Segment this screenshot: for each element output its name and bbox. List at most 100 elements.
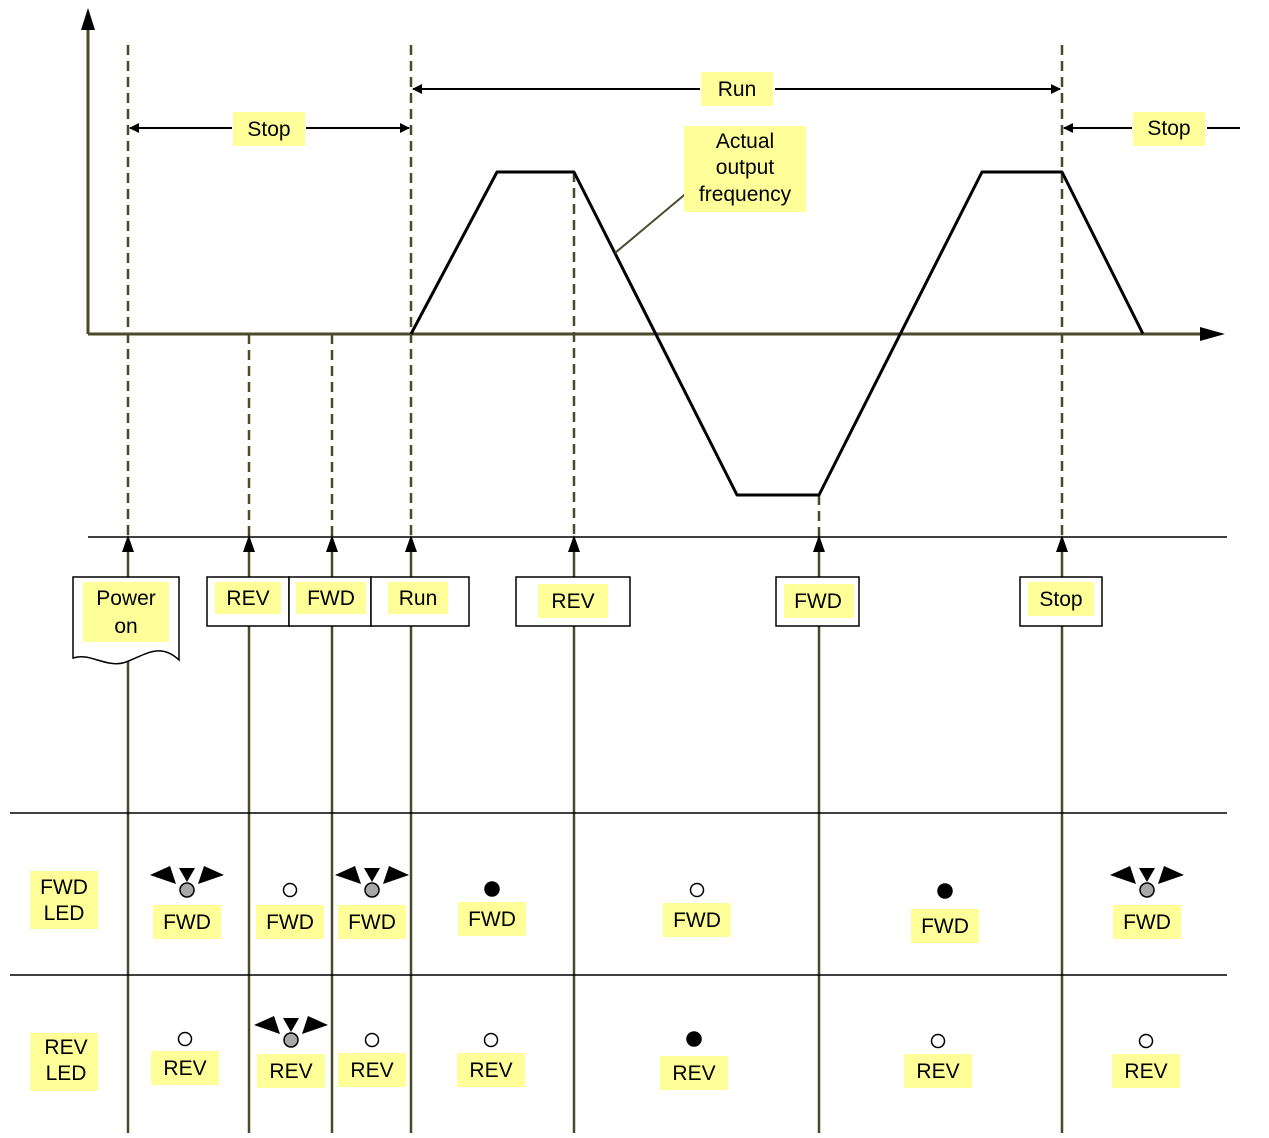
fwd-led-state-1: FWD [150, 866, 224, 939]
fwd-led-row-title: FWD LED [30, 871, 98, 929]
led-label: REV [672, 1062, 715, 1085]
led-body [1139, 882, 1155, 898]
rev-led-state-1: REV [151, 1031, 219, 1085]
output-frequency-waveform [409, 170, 1145, 497]
event-box-rev-2: REV [515, 576, 631, 627]
led-off-icon [282, 882, 298, 898]
blink-ray-left [335, 866, 361, 884]
event-box-run: Run [370, 576, 470, 627]
rev-led-row-title: REV LED [30, 1033, 98, 1091]
led-off-icon [1138, 1033, 1154, 1049]
led-label: REV [269, 1060, 312, 1083]
interval-labels: Stop Run Stop [233, 72, 1205, 146]
interval-arrows [129, 84, 1240, 133]
event-arrow-power-on [122, 535, 134, 552]
blink-ray-left [1110, 866, 1136, 884]
blink-ray-right [302, 1016, 328, 1034]
led-body [483, 1032, 499, 1048]
event-label-power-on-line-2: on [114, 615, 137, 638]
rev-led-title-line-2: LED [46, 1062, 87, 1085]
fwd-led-state-7: FWD [1110, 866, 1184, 939]
event-lines [126, 552, 1064, 1133]
led-label: FWD [163, 911, 211, 934]
waveform-label-line-3: frequency [699, 183, 792, 206]
rev-led-state-5: REV [660, 1031, 728, 1090]
event-arrow-rev-2 [568, 535, 580, 552]
led-body [930, 1033, 946, 1049]
blink-ray-top [1139, 868, 1155, 882]
led-body [689, 882, 705, 898]
fwd-led-title-line-1: FWD [40, 876, 88, 899]
fwd-led-state-3: FWD [335, 866, 409, 939]
blink-ray-left [254, 1016, 280, 1034]
event-label-fwd-2: FWD [794, 590, 842, 613]
led-on-icon [937, 883, 953, 899]
rev-led-state-4: REV [457, 1032, 525, 1087]
led-off-icon [483, 1032, 499, 1048]
led-label: REV [1124, 1060, 1167, 1083]
led-blinking-icon [1110, 866, 1184, 898]
led-blinking-icon [150, 866, 224, 898]
event-arrow-run [405, 535, 417, 552]
led-body [686, 1031, 702, 1047]
led-label: FWD [266, 911, 314, 934]
led-body [364, 1032, 380, 1048]
blink-ray-top [364, 868, 380, 882]
led-off-icon [930, 1033, 946, 1049]
blink-ray-right [383, 866, 409, 884]
event-arrows [122, 535, 1068, 552]
led-body [282, 882, 298, 898]
fwd-led-state-2: FWD [256, 882, 324, 939]
interval-label-stop-after: Stop [1147, 117, 1190, 140]
led-body [484, 881, 500, 897]
event-label-rev-2: REV [551, 590, 594, 613]
event-box-fwd-1: FWD [288, 576, 372, 627]
fwd-led-state-5: FWD [663, 882, 731, 937]
event-arrow-stop [1056, 535, 1068, 552]
blink-ray-top [179, 868, 195, 882]
event-arrow-fwd-2 [813, 535, 825, 552]
waveform-label: Actual output frequency [684, 126, 806, 212]
waveform-label-line-1: Actual [716, 130, 774, 153]
fwd-led-title-line-2: LED [44, 902, 85, 925]
rev-led-state-7: REV [1112, 1033, 1180, 1088]
led-label: FWD [1123, 911, 1171, 934]
led-off-icon [177, 1031, 193, 1047]
interval-label-run: Run [718, 78, 757, 101]
led-label: REV [916, 1060, 959, 1083]
event-label-fwd-1: FWD [307, 587, 355, 610]
led-on-icon [686, 1031, 702, 1047]
led-body [1138, 1033, 1154, 1049]
blink-ray-right [1158, 866, 1184, 884]
y-axis-arrowhead-icon [81, 8, 95, 30]
waveform-label-line-2: output [716, 156, 775, 179]
led-body [283, 1032, 299, 1048]
event-box-fwd-2: FWD [775, 576, 860, 627]
event-label-power-on-line-1: Power [96, 587, 156, 610]
led-body [177, 1031, 193, 1047]
led-body [364, 882, 380, 898]
led-label: FWD [348, 911, 396, 934]
led-blinking-icon [254, 1016, 328, 1048]
event-label-rev-1: REV [226, 587, 269, 610]
event-box-power-on: Power on [72, 576, 180, 665]
led-label: FWD [673, 909, 721, 932]
led-label: FWD [921, 915, 969, 938]
event-box-rev-1: REV [206, 576, 290, 627]
waveform-callout-line [614, 185, 696, 254]
event-label-run: Run [399, 587, 438, 610]
led-label: REV [469, 1059, 512, 1082]
event-label-stop: Stop [1039, 588, 1082, 611]
fwd-led-state-6: FWD [911, 883, 979, 943]
led-label: FWD [468, 908, 516, 931]
blink-ray-right [198, 866, 224, 884]
rev-led-state-3: REV [338, 1032, 406, 1087]
rev-led-state-6: REV [904, 1033, 972, 1088]
frequency-axes [81, 8, 1225, 341]
event-arrow-rev-1 [243, 535, 255, 552]
time-axis-arrowhead-icon [1200, 327, 1225, 341]
event-arrow-fwd-1 [326, 535, 338, 552]
led-off-icon [689, 882, 705, 898]
